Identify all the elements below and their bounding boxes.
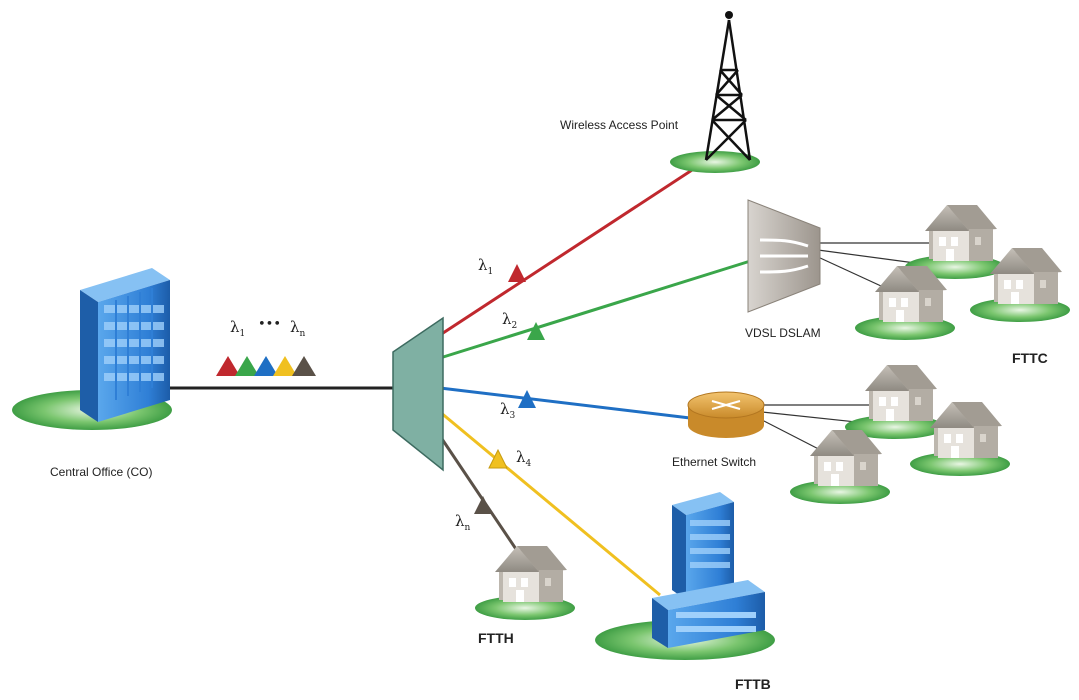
- fiber-blue: [439, 386, 691, 420]
- lambda-branch-n: λn: [455, 512, 471, 533]
- ethernet-switch-device: [687, 391, 765, 438]
- central-office-label: Central Office (CO): [50, 465, 153, 479]
- house-ethernet-3: [790, 430, 890, 504]
- wavelength-pulses: [216, 356, 316, 376]
- lambda-branch-3: λ3: [500, 400, 516, 421]
- ftth-label: FTTH: [478, 630, 514, 646]
- fiber-yellow: [439, 410, 661, 597]
- house-ftth: [475, 546, 575, 620]
- lambda-mux-n: λn: [290, 318, 306, 339]
- fiber-red: [439, 153, 716, 337]
- fiber-green: [439, 256, 761, 360]
- lambda-branch-4: λ4: [516, 448, 532, 469]
- fttc-label: FTTC: [1012, 350, 1048, 366]
- ethernet-switch-label: Ethernet Switch: [672, 455, 757, 469]
- lambda-mux-1: λ1: [230, 318, 246, 339]
- fttb-building: [595, 492, 775, 660]
- central-office-building: [12, 268, 172, 430]
- lambda-ellipsis: •••: [258, 317, 282, 332]
- dslam-label: VDSL DSLAM: [745, 326, 821, 340]
- lambda-branch-2: λ2: [502, 310, 518, 331]
- lambda-branch-1: λ1: [478, 256, 494, 277]
- wdm-splitter: [392, 316, 444, 472]
- wireless-label: Wireless Access Point: [560, 118, 679, 132]
- dslam-device: [747, 199, 821, 313]
- fttb-label: FTTB: [735, 676, 771, 692]
- wireless-tower: [670, 11, 760, 173]
- house-ethernet-1: [845, 365, 945, 439]
